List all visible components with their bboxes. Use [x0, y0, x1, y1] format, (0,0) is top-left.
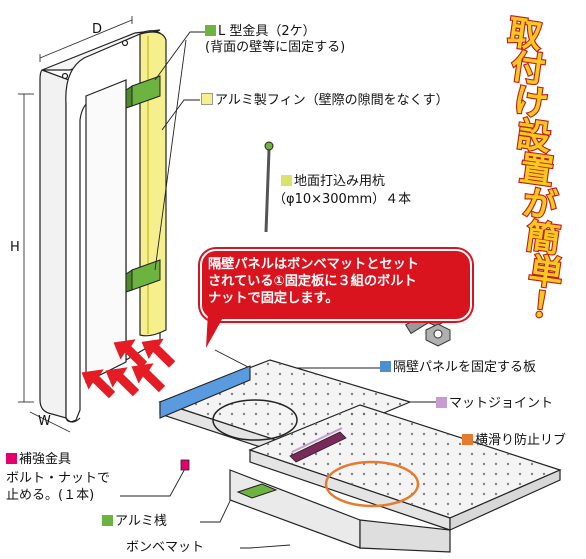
l-bracket-bottom — [125, 259, 161, 293]
green-marker-icon — [102, 515, 113, 526]
slogan-char: け — [511, 81, 550, 125]
fin-label: アルミ製フィン（壁際の隙間をなくす） — [201, 93, 449, 109]
slogan-char: が — [520, 183, 559, 227]
aluminum-rail — [236, 483, 278, 499]
cylinder-ring-left — [212, 399, 298, 441]
orange-marker-icon — [462, 434, 473, 445]
blue-marker-icon — [380, 361, 391, 372]
callout-line-3: ナットで固定します。 — [208, 291, 339, 306]
lime-marker-icon — [281, 175, 292, 186]
slogan-char: 取 — [505, 13, 544, 57]
aluminum-fin — [139, 31, 167, 337]
pink-marker-icon — [436, 397, 447, 408]
callout-tail — [206, 312, 226, 348]
reinforcement-bracket — [180, 459, 190, 471]
slogan-char: 付 — [508, 47, 547, 91]
fix-plate-label: 隔壁パネルを固定する板 — [380, 360, 536, 376]
slide-rib-label: 横滑り防止リブ — [462, 433, 566, 449]
slogan-char: 簡 — [523, 217, 562, 261]
move-arrows — [81, 338, 176, 399]
ground-stake — [264, 141, 274, 233]
slogan-char: 設 — [514, 115, 553, 159]
stake-label: 地面打込み用杭 — [281, 174, 385, 190]
cylinder-ring-right — [324, 460, 420, 508]
magenta-marker-icon — [6, 453, 17, 464]
mat-joint — [289, 427, 347, 463]
yellow-marker-icon — [201, 93, 213, 105]
cylinder-mat-label: ボンベマット — [126, 540, 205, 555]
callout-bubble — [200, 249, 472, 321]
dimension-d-label: D — [92, 22, 103, 37]
slogan-char: 置 — [517, 149, 556, 193]
green-marker-icon — [205, 25, 216, 36]
dimension-h-label: H — [10, 240, 20, 255]
reinforce-label: 補強金具 — [6, 452, 71, 468]
l-bracket-top — [125, 75, 161, 109]
stake-spec: （φ10×300mm）４本 — [273, 192, 412, 207]
partition-panel — [39, 29, 161, 423]
mat-joint-label: マットジョイント — [436, 396, 553, 412]
alu-rail-label: アルミ桟 — [102, 514, 167, 530]
dimension-lines — [18, 16, 133, 433]
reinforce-note-2: 止める。(１本) — [6, 488, 95, 503]
callout-line-2: されている①固定板に３組のボルト — [208, 274, 417, 289]
cylinder-mat — [158, 359, 562, 553]
slogan-char: ！ — [529, 285, 568, 329]
callout-line-1: 隔壁パネルはボンベマットとセット — [208, 257, 419, 272]
fixing-plate — [159, 365, 251, 419]
dimension-w-label: W — [38, 414, 51, 429]
slogan-char: 単 — [526, 251, 565, 295]
callout-text: 隔壁パネルはボンベマットとセット されている①固定板に３組のボルト ナットで固定… — [208, 256, 464, 307]
l-bracket-note: (背面の壁等に固定する) — [205, 40, 346, 55]
reinforce-note-1: ボルト・ナットで — [6, 471, 111, 486]
l-bracket-label: L 型金具（2ケ） — [205, 24, 316, 40]
